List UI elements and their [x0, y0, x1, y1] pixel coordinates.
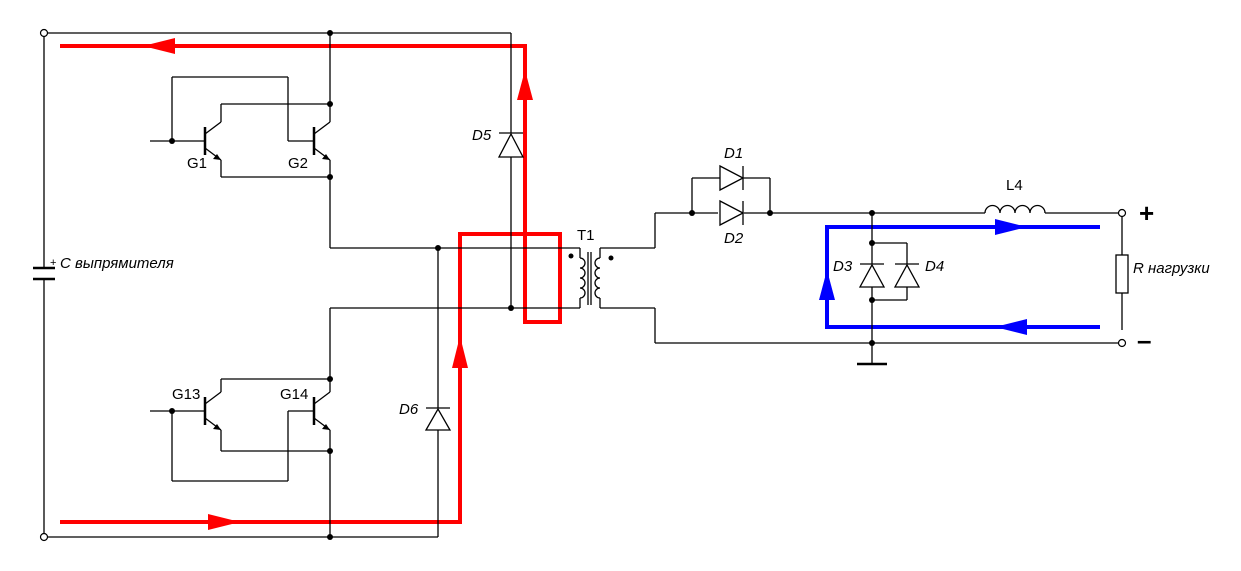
- output-minus-terminal: [1117, 338, 1127, 348]
- g13-label: G13: [172, 386, 200, 403]
- g2-label: G2: [288, 155, 308, 172]
- d5-label: D5: [472, 127, 492, 144]
- dc-minus-terminal: [39, 532, 49, 542]
- d2-label: D2: [724, 230, 744, 247]
- capacitor-label: С выпрямителя: [60, 255, 174, 272]
- current-arrow-right: [995, 219, 1027, 235]
- dc-plus-terminal: [39, 28, 49, 38]
- d1-label: D1: [724, 145, 743, 162]
- diode-d6: D6: [399, 248, 452, 537]
- current-arrow-top: [143, 38, 175, 54]
- l4-label: L4: [1006, 177, 1023, 194]
- transistor-g1: G1: [150, 76, 330, 178]
- dc-bus: [39, 28, 511, 542]
- output-plus-sign: +: [1139, 198, 1154, 228]
- transistor-g2: G2: [287, 30, 333, 248]
- transistor-g13: G13: [150, 378, 330, 482]
- capacitor-plus-sign: +: [50, 257, 56, 269]
- diode-d3: D3: [833, 213, 886, 343]
- current-arrow-up-left: [452, 336, 468, 368]
- primary-wiring: [330, 245, 580, 311]
- current-arrow-up-right: [517, 70, 533, 100]
- diode-d4: D4: [872, 242, 944, 301]
- g14-label: G14: [280, 386, 308, 403]
- diode-d5: D5: [472, 33, 525, 308]
- load-resistor: R нагрузки: [1115, 213, 1210, 330]
- transformer-t1: T1: [568, 227, 614, 308]
- secondary-wiring: [600, 210, 1122, 346]
- output-plus-terminal: [1117, 208, 1127, 218]
- output-minus-sign: –: [1137, 325, 1151, 355]
- inductor-l4: L4: [984, 177, 1046, 214]
- current-arrow-bottom: [208, 514, 240, 530]
- primary-current-path: [60, 38, 562, 530]
- current-arrow-up: [819, 270, 835, 300]
- transistor-g14: G14: [280, 308, 333, 540]
- output-terminals: + –: [1117, 198, 1154, 355]
- rectifier-capacitor: + С выпрямителя: [33, 255, 174, 281]
- current-arrow-left: [995, 319, 1027, 335]
- d4-label: D4: [925, 258, 944, 275]
- ground-symbol: [857, 343, 887, 366]
- t1-label: T1: [577, 227, 595, 244]
- d6-label: D6: [399, 401, 419, 418]
- diode-d1: D1: [691, 145, 771, 213]
- diode-d2: D2: [719, 199, 745, 247]
- load-label: R нагрузки: [1133, 260, 1210, 277]
- d3-label: D3: [833, 258, 853, 275]
- secondary-current-path: [819, 219, 1100, 335]
- g1-label: G1: [187, 155, 207, 172]
